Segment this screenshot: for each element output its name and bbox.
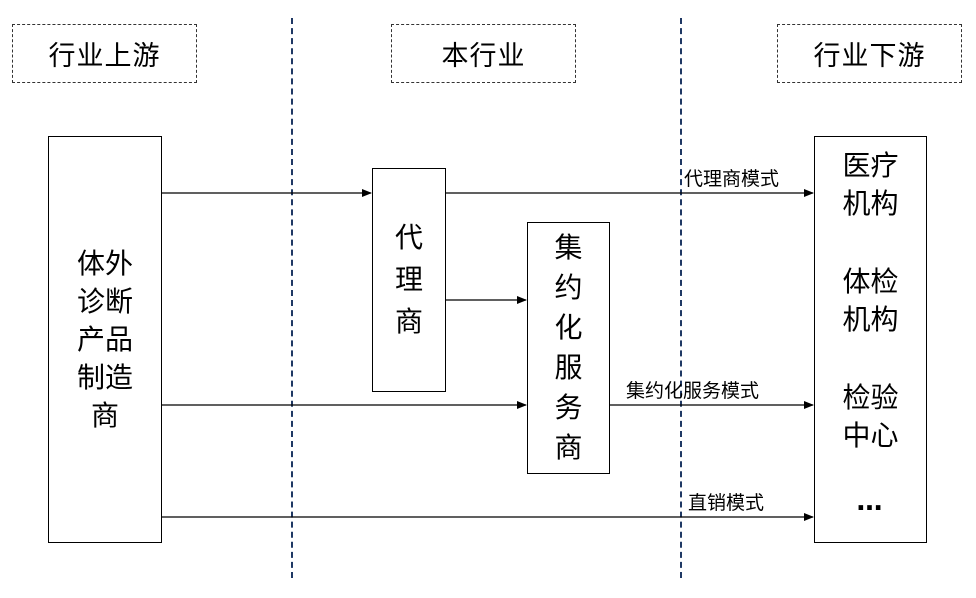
- label-direct-mode: 直销模式: [688, 492, 765, 514]
- dest-more: …: [856, 487, 885, 517]
- divider-left: [291, 18, 293, 578]
- manufacturer-line-5: 商: [90, 398, 119, 432]
- node-service-provider: 集 约 化 服 务 商: [527, 222, 610, 474]
- manufacturer-line-1: 体外: [76, 246, 133, 280]
- dest-lab-line-2: 中心: [842, 419, 899, 452]
- header-industry: 本行业: [391, 24, 576, 83]
- label-agent-mode: 代理商模式: [684, 168, 780, 190]
- header-downstream: 行业下游: [777, 24, 962, 83]
- agent-line-1: 代: [394, 221, 423, 254]
- manufacturer-line-3: 产品: [76, 322, 133, 356]
- node-manufacturer: 体外 诊断 产品 制造 商: [48, 136, 162, 543]
- node-agent: 代 理 商: [372, 168, 446, 392]
- service-line-6: 商: [554, 431, 583, 464]
- manufacturer-line-4: 制造: [76, 360, 133, 394]
- service-line-3: 化: [554, 311, 583, 344]
- manufacturer-line-2: 诊断: [76, 284, 133, 318]
- service-line-4: 服: [554, 351, 583, 384]
- agent-line-2: 理: [394, 263, 423, 296]
- dest-medical-line-2: 机构: [842, 187, 899, 220]
- divider-right: [680, 18, 682, 578]
- agent-line-3: 商: [394, 305, 423, 338]
- node-destinations: 医疗 机构 体检 机构 检验 中心 …: [814, 136, 927, 543]
- service-line-5: 务: [554, 391, 583, 424]
- dest-checkup-line-2: 机构: [842, 303, 899, 336]
- dest-checkup-line-1: 体检: [842, 265, 899, 298]
- dest-lab-line-1: 检验: [842, 381, 899, 414]
- service-line-2: 约: [554, 271, 583, 304]
- dest-medical-line-1: 医疗: [842, 149, 899, 182]
- service-line-1: 集: [554, 231, 583, 264]
- header-upstream: 行业上游: [12, 24, 197, 83]
- label-service-mode: 集约化服务模式: [626, 380, 760, 402]
